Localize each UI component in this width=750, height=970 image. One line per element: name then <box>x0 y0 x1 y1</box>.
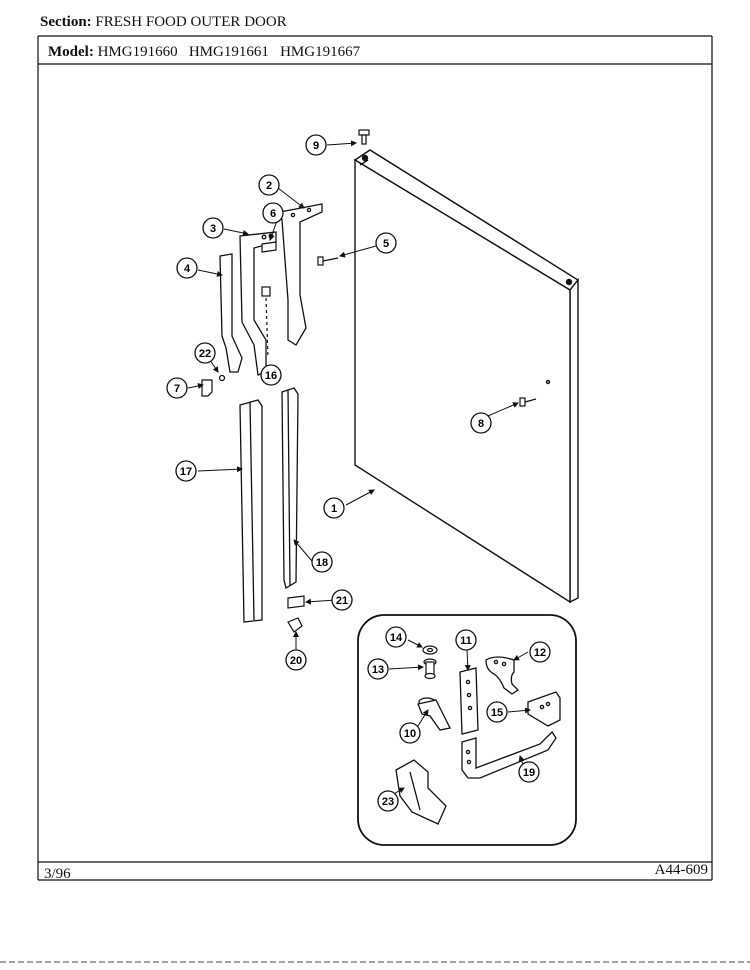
callout-3: 3 <box>202 217 224 239</box>
callout-6: 6 <box>262 202 284 224</box>
svg-text:15: 15 <box>491 707 503 719</box>
callout-17: 17 <box>175 460 197 482</box>
part-2-bracket <box>279 203 323 346</box>
leader-lines <box>187 140 531 796</box>
drawing-number: A44-609 <box>654 862 708 878</box>
svg-text:5: 5 <box>383 238 389 250</box>
part-7-clip <box>201 379 213 397</box>
part-14-washer <box>422 645 438 655</box>
svg-text:7: 7 <box>174 383 180 395</box>
inset-box <box>357 614 577 846</box>
callout-7: 7 <box>166 377 188 399</box>
page-frame <box>0 35 750 963</box>
callout-11: 11 <box>455 629 477 651</box>
callout-9: 9 <box>305 134 327 156</box>
part-22-screw <box>218 374 226 382</box>
svg-text:22: 22 <box>199 348 211 360</box>
callout-16: 16 <box>260 364 282 386</box>
part-11-bracket <box>459 667 479 735</box>
svg-text:21: 21 <box>336 595 348 607</box>
part-10-hinge <box>417 697 451 731</box>
svg-text:11: 11 <box>460 635 472 647</box>
model-label: Model: <box>48 44 94 60</box>
svg-text:8: 8 <box>478 418 484 430</box>
svg-text:13: 13 <box>372 664 384 676</box>
svg-text:14: 14 <box>390 632 403 644</box>
part-5-screw <box>317 256 339 266</box>
svg-text:2: 2 <box>266 180 272 192</box>
part-16-nut <box>261 286 271 359</box>
section-label: Section: <box>40 14 92 30</box>
part-9-pin <box>358 129 370 145</box>
svg-text:12: 12 <box>534 647 546 659</box>
callout-12: 12 <box>529 641 551 663</box>
model-numbers: HMG191660 HMG191661 HMG191667 <box>97 44 361 60</box>
callout-22: 22 <box>194 342 216 364</box>
model-line: Model: HMG191660 HMG191661 HMG191667 <box>48 44 360 61</box>
svg-text:9: 9 <box>313 140 319 152</box>
svg-text:19: 19 <box>523 767 535 779</box>
svg-text:16: 16 <box>265 370 277 382</box>
part-4-strip <box>219 253 243 373</box>
callout-13: 13 <box>367 658 389 680</box>
part-21-plate <box>287 595 305 609</box>
part-3-bracket <box>239 231 277 376</box>
callout-15: 15 <box>486 701 508 723</box>
part-12-plate <box>485 656 520 695</box>
part-8-screw <box>519 397 537 407</box>
callout-21: 21 <box>331 589 353 611</box>
callout-18: 18 <box>311 551 333 573</box>
date-code: 3/96 <box>44 866 71 882</box>
part-13-pin <box>423 658 437 680</box>
part-6-plate <box>261 241 277 253</box>
svg-text:17: 17 <box>180 466 192 478</box>
callout-4: 4 <box>176 257 198 279</box>
part-15-bracket <box>527 691 561 727</box>
svg-text:10: 10 <box>404 728 416 740</box>
callout-2: 2 <box>258 174 280 196</box>
svg-text:3: 3 <box>210 223 216 235</box>
callout-5: 5 <box>375 232 397 254</box>
svg-text:20: 20 <box>290 655 302 667</box>
callout-23: 23 <box>377 790 399 812</box>
callout-20: 20 <box>285 649 307 671</box>
callout-1: 1 <box>323 497 345 519</box>
door-panel <box>353 149 580 604</box>
callout-14: 14 <box>385 626 407 648</box>
svg-text:4: 4 <box>184 263 191 275</box>
section-title: Section: FRESH FOOD OUTER DOOR <box>40 14 287 31</box>
svg-text:6: 6 <box>270 208 276 220</box>
callouts: 1 2 3 4 5 6 7 8 9 10 11 12 13 14 15 16 1… <box>166 134 551 812</box>
part-18-strip <box>281 387 299 590</box>
part-19-bracket <box>461 730 557 779</box>
part-23-hinge-cover <box>395 759 447 825</box>
callout-8: 8 <box>470 412 492 434</box>
callout-19: 19 <box>518 761 540 783</box>
part-17-channel <box>239 399 263 623</box>
callout-10: 10 <box>399 722 421 744</box>
svg-text:18: 18 <box>316 557 328 569</box>
svg-text:1: 1 <box>331 503 337 515</box>
part-20-clip <box>287 617 303 633</box>
svg-text:23: 23 <box>382 796 394 808</box>
section-value: FRESH FOOD OUTER DOOR <box>95 14 287 30</box>
